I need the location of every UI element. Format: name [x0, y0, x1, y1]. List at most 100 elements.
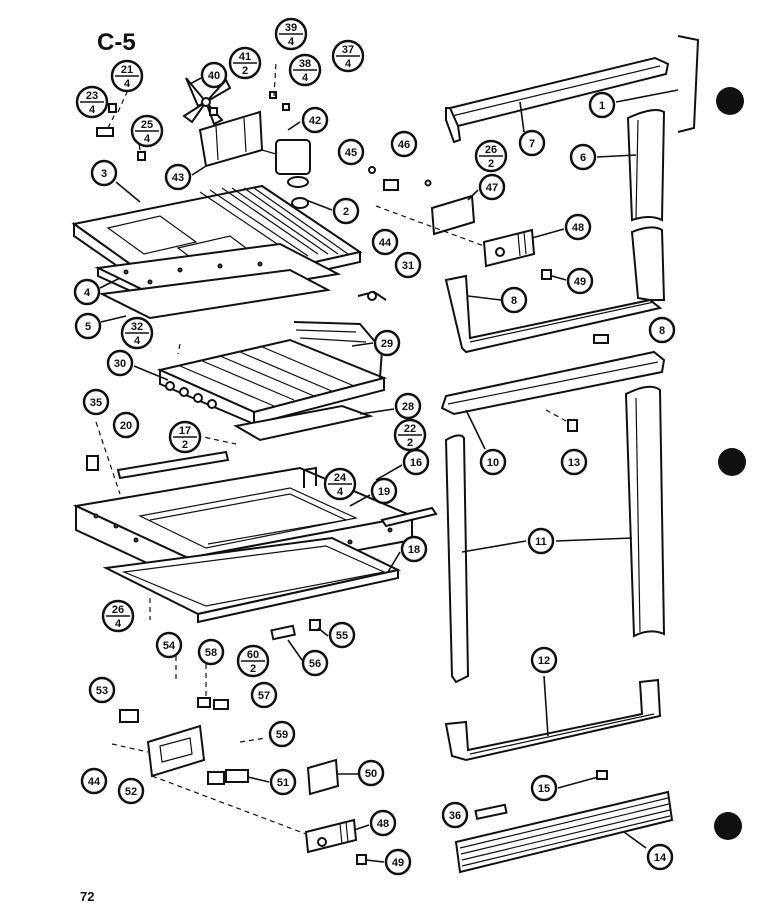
fraction-denominator: 4: [115, 618, 122, 630]
door-bracket: [677, 35, 700, 133]
part-callout-c45: 45: [337, 138, 365, 166]
part-number: 35: [90, 397, 102, 409]
fraction-numerator: 22: [404, 423, 416, 435]
part-number: 36: [449, 810, 461, 822]
door-clip-lead: [545, 409, 569, 423]
fraction-callout-f22: 222: [393, 418, 427, 452]
part-callout-c57: 57: [250, 681, 278, 709]
part-number: 28: [402, 401, 414, 413]
part-callout-c44b: 44: [80, 767, 108, 795]
part-number: 46: [398, 139, 410, 151]
fraction-denominator: 2: [250, 663, 256, 675]
fraction-numerator: 23: [86, 90, 98, 102]
part-callout-c10: 10: [479, 448, 507, 476]
callout-layer: 1678810111213141536234529303144454647484…: [73, 61, 676, 876]
part-callout-c2: 2: [332, 197, 360, 225]
part-callout-c51: 51: [269, 768, 297, 796]
fraction-numerator: 26: [112, 604, 124, 616]
fraction-callout-f24: 244: [323, 467, 357, 501]
fresh-food-door-bottom-trim: [444, 678, 662, 762]
lead-dash-upper: [375, 205, 485, 247]
fraction-numerator: 41: [239, 51, 251, 63]
part-callout-c55: 55: [328, 621, 356, 649]
part-callout-c48a: 48: [564, 213, 592, 241]
part-callout-c46a: 46: [390, 130, 418, 158]
fraction-callout-f23: 234: [75, 85, 109, 119]
part-number: 16: [410, 457, 422, 469]
part-callout-c53: 53: [88, 676, 116, 704]
part-callout-c36b: 36: [441, 801, 469, 829]
part-callout-c1: 1: [588, 91, 616, 119]
fresh-food-door-left-trim: [444, 434, 470, 684]
part-number: 49: [392, 857, 404, 869]
part-number: 20: [120, 420, 132, 432]
control-panel: [146, 724, 340, 796]
part-number: 30: [114, 358, 126, 370]
part-number: 4: [84, 287, 91, 299]
fraction-callout-f38: 384: [288, 53, 322, 87]
part-callout-c5: 5: [74, 312, 102, 340]
part-callout-c6: 6: [569, 143, 597, 171]
part-callout-c30: 30: [106, 349, 134, 377]
part-number: 13: [568, 457, 580, 469]
part-callout-c7: 7: [518, 129, 546, 157]
bracket-clip: [303, 466, 317, 488]
leader-lines: [99, 77, 679, 863]
part-callout-c54: 54: [155, 631, 183, 659]
part-callout-c35: 35: [82, 388, 110, 416]
part-number: 42: [309, 115, 321, 127]
part-number: 49: [574, 276, 586, 288]
part-number: 47: [486, 182, 498, 194]
lead-dash-44b: [111, 743, 149, 753]
fraction-numerator: 24: [334, 472, 347, 484]
part-number: 44: [379, 237, 392, 249]
kick-plate-grille: [454, 790, 674, 874]
part-number: 52: [125, 786, 137, 798]
fraction-denominator: 4: [134, 335, 141, 347]
freezer-door-bottom-trim: [444, 226, 666, 354]
part-number: 10: [487, 457, 499, 469]
fraction-callout-f39: 394: [274, 17, 308, 51]
part-number: 15: [538, 783, 550, 795]
fraction-numerator: 38: [299, 58, 311, 70]
lead-dash-left-4: [177, 343, 181, 355]
screw-dash-d: [273, 61, 277, 97]
fraction-numerator: 37: [342, 44, 354, 56]
lead-dash-left-1: [95, 421, 121, 495]
divider-block: [86, 455, 99, 471]
fraction-numerator: 25: [141, 119, 153, 131]
part-callout-c59: 59: [268, 720, 296, 748]
part-number: 57: [258, 690, 270, 702]
part-number: 44: [88, 776, 101, 788]
breaker-frame: [102, 536, 402, 624]
freezer-door-side-trim: [626, 109, 666, 222]
door-clip: [567, 419, 578, 432]
fan-blade: [182, 77, 232, 126]
part-number: 19: [378, 486, 390, 498]
part-callout-c48b: 48: [369, 809, 397, 837]
part-callout-c31: 31: [394, 251, 422, 279]
part-callout-c3: 3: [90, 159, 118, 187]
part-number: 50: [365, 768, 377, 780]
part-callout-c50: 50: [357, 759, 385, 787]
part-callout-c56: 56: [301, 649, 329, 677]
fraction-denominator: 4: [302, 72, 309, 84]
part-number: 51: [277, 777, 289, 789]
fraction-numerator: 17: [179, 425, 191, 437]
part-number: 8: [659, 325, 665, 337]
part-callout-c4: 4: [73, 278, 101, 306]
part-number: 14: [654, 852, 667, 864]
part-number: 11: [535, 536, 547, 548]
diagram-title: C-5: [97, 29, 136, 56]
fraction-numerator: 39: [285, 22, 297, 34]
fraction-numerator: 60: [247, 649, 259, 661]
part-number: 5: [85, 321, 91, 333]
fan-motor-bracket: [198, 110, 264, 168]
part-callout-c14: 14: [646, 843, 674, 871]
evaporator-coil: [156, 321, 388, 426]
part-number: 48: [572, 222, 584, 234]
part-number: 43: [172, 172, 184, 184]
thermostat-sensor: [357, 290, 387, 301]
page-number: 72: [80, 889, 94, 904]
